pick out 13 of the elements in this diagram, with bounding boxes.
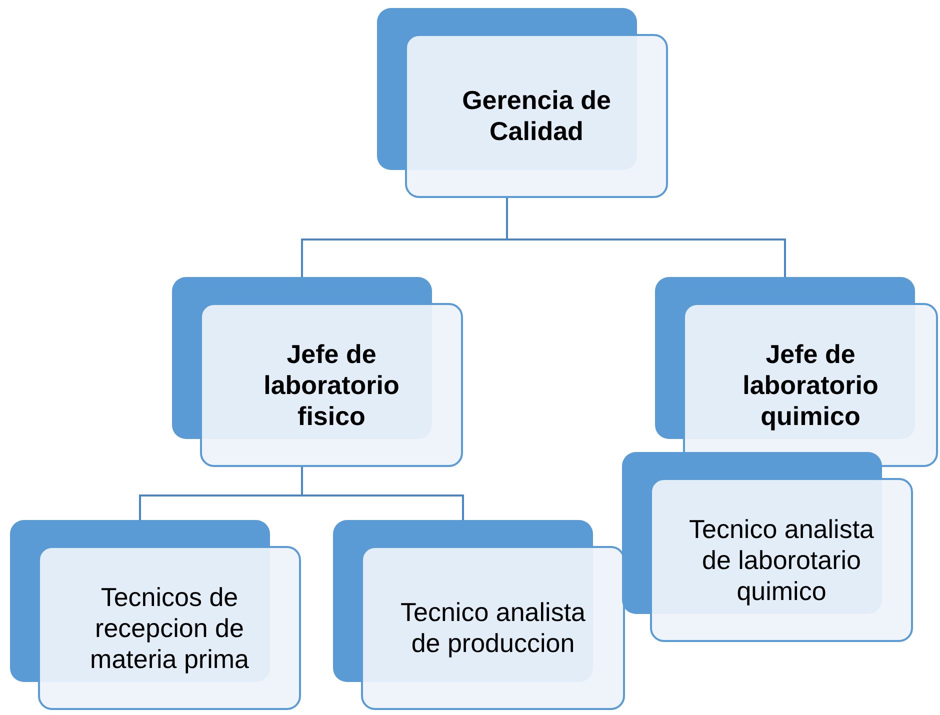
org-chart-box xyxy=(10,520,301,710)
role-title: Jefe de laboratorio fisico xyxy=(262,338,400,432)
role-title: Jefe de laboratorio quimico xyxy=(742,338,880,432)
role-title: Tecnico analista de produccion xyxy=(400,597,586,659)
org-chart-box xyxy=(172,277,463,467)
role-title: Tecnicos de recepcion de materia prima xyxy=(89,582,250,674)
org-chart-box xyxy=(333,520,625,710)
connector-line xyxy=(506,198,786,277)
org-chart-box xyxy=(655,277,938,467)
role-title: Gerencia de Calidad xyxy=(461,85,612,147)
org-chart-box xyxy=(377,8,668,198)
role-title: Tecnico analista de laborotario quimico xyxy=(688,514,875,606)
org-chart-box xyxy=(622,452,913,642)
